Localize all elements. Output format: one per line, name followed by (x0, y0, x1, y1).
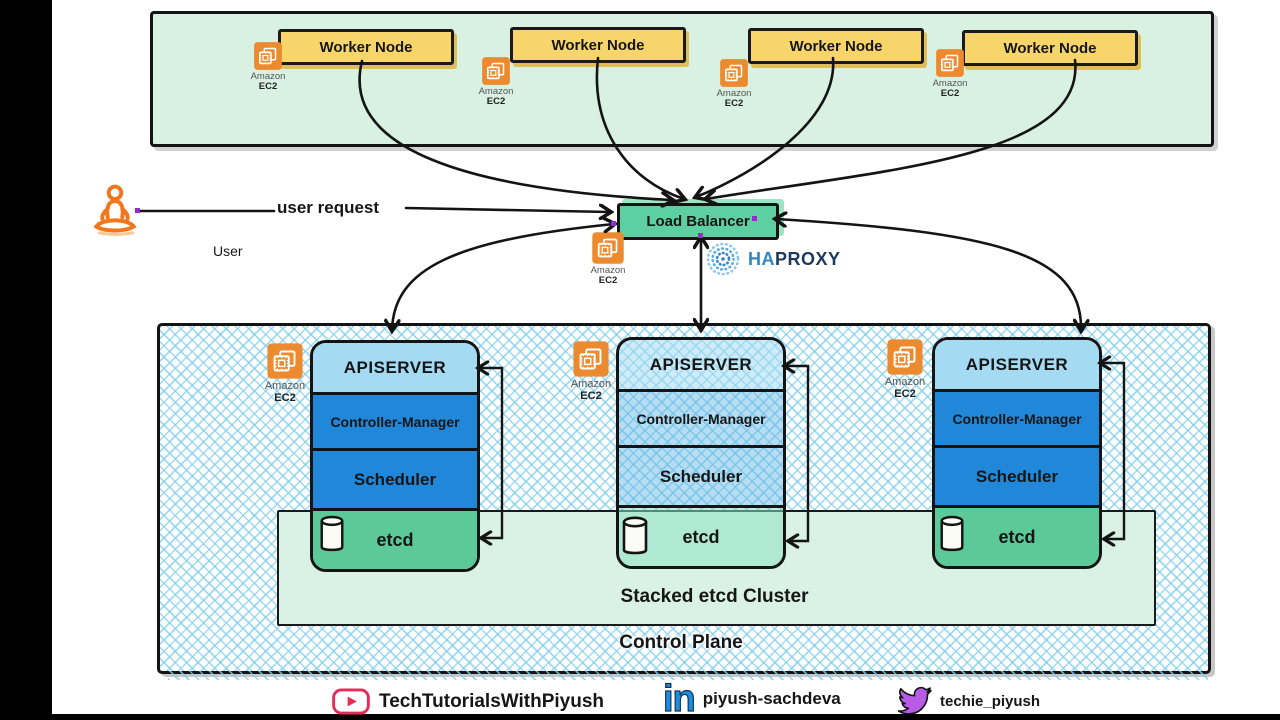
amazon-ec2-icon (591, 231, 625, 265)
ec2-group-stack-1: Amazon EC2 (260, 342, 310, 404)
arrow-lb-stack1 (392, 224, 614, 330)
ec2-ec2-label: EC2 (580, 389, 602, 402)
scheduler-row: Scheduler (313, 448, 477, 508)
arrow-label-to-lb (404, 208, 610, 212)
footer-twitter: techie_piyush (897, 686, 1041, 716)
worker-node-2: Worker Node (510, 27, 686, 63)
ec2-ec2-label: EC2 (894, 387, 916, 400)
apiserver-row: APISERVER (619, 340, 783, 389)
scheduler-row: Scheduler (619, 445, 783, 505)
control-plane-stack-2: APISERVER Controller-Manager Scheduler e… (616, 337, 786, 569)
ec2-ec2-label: EC2 (724, 97, 744, 109)
controller-manager-row: Controller-Manager (619, 389, 783, 445)
amazon-ec2-icon (253, 41, 283, 71)
linkedin-in-icon: in (662, 678, 696, 720)
twitter-bird-icon (897, 686, 932, 715)
ec2-group-load-balancer: Amazon EC2 (586, 231, 630, 286)
ec2-amazon-label: Amazon (884, 376, 926, 388)
ec2-group-worker-2: Amazon EC2 (474, 56, 518, 107)
ec2-ec2-label: EC2 (598, 274, 618, 286)
ec2-group-stack-3: Amazon EC2 (880, 338, 930, 400)
ec2-group-stack-2: Amazon EC2 (566, 340, 616, 402)
youtube-play-icon (332, 688, 370, 715)
database-cylinder-icon (620, 513, 650, 559)
left-black-bar (0, 0, 52, 720)
haproxy-wordmark: HAPROXY (748, 248, 841, 269)
load-balancer-box: Load Balancer (617, 203, 779, 240)
ec2-group-worker-3: Amazon EC2 (712, 58, 756, 109)
amazon-ec2-icon (572, 340, 610, 378)
youtube-channel-name: TechTutorialsWithPiyush (379, 690, 605, 712)
haproxy-logo: HAPROXY (704, 240, 841, 278)
control-plane-label: Control Plane (619, 632, 743, 653)
worker-node-3: Worker Node (748, 28, 924, 64)
ec2-group-worker-4: Amazon EC2 (928, 48, 972, 99)
worker-node-4: Worker Node (962, 30, 1138, 66)
apiserver-row: APISERVER (935, 340, 1099, 389)
ec2-group-worker-1: Amazon EC2 (246, 41, 290, 92)
controller-manager-row: Controller-Manager (935, 389, 1099, 445)
ec2-amazon-label: Amazon (250, 71, 286, 82)
scheduler-row: Scheduler (935, 445, 1099, 505)
worker-node-label: Worker Node (1003, 39, 1097, 57)
user-request-label: user request (277, 198, 380, 217)
ec2-ec2-label: EC2 (486, 95, 506, 107)
worker-node-label: Worker Node (319, 38, 413, 56)
footer-youtube: TechTutorialsWithPiyush (331, 688, 604, 715)
amazon-ec2-icon (266, 342, 304, 380)
haproxy-sphere-icon (706, 242, 740, 276)
control-plane-hatch-fringe (168, 671, 1208, 680)
meditating-person-icon (93, 184, 137, 236)
worker-node-label: Worker Node (551, 36, 645, 54)
ec2-ec2-label: EC2 (258, 80, 278, 92)
twitter-handle: techie_piyush (940, 692, 1041, 710)
amazon-ec2-icon (935, 48, 965, 78)
ec2-ec2-label: EC2 (274, 391, 296, 404)
amazon-ec2-icon (481, 56, 511, 86)
load-balancer-label: Load Balancer (646, 213, 750, 230)
ec2-ec2-label: EC2 (940, 87, 960, 99)
ec2-amazon-label: Amazon (264, 380, 306, 392)
footer-linkedin: in piyush-sachdeva (662, 678, 841, 720)
worker-node-label: Worker Node (789, 37, 883, 55)
stacked-etcd-cluster-label: Stacked etcd Cluster (620, 586, 809, 607)
apiserver-row: APISERVER (313, 343, 477, 392)
database-cylinder-icon (318, 513, 346, 555)
amazon-ec2-icon (886, 338, 924, 376)
ec2-amazon-label: Amazon (570, 378, 612, 390)
database-cylinder-icon (938, 513, 966, 555)
user-label: User (213, 243, 243, 259)
bottom-black-bar (0, 714, 1280, 720)
worker-node-1: Worker Node (278, 29, 454, 65)
linkedin-handle: piyush-sachdeva (702, 689, 841, 709)
controller-manager-row: Controller-Manager (313, 392, 477, 448)
control-plane-stack-3: APISERVER Controller-Manager Scheduler e… (932, 337, 1102, 569)
amazon-ec2-icon (719, 58, 749, 88)
